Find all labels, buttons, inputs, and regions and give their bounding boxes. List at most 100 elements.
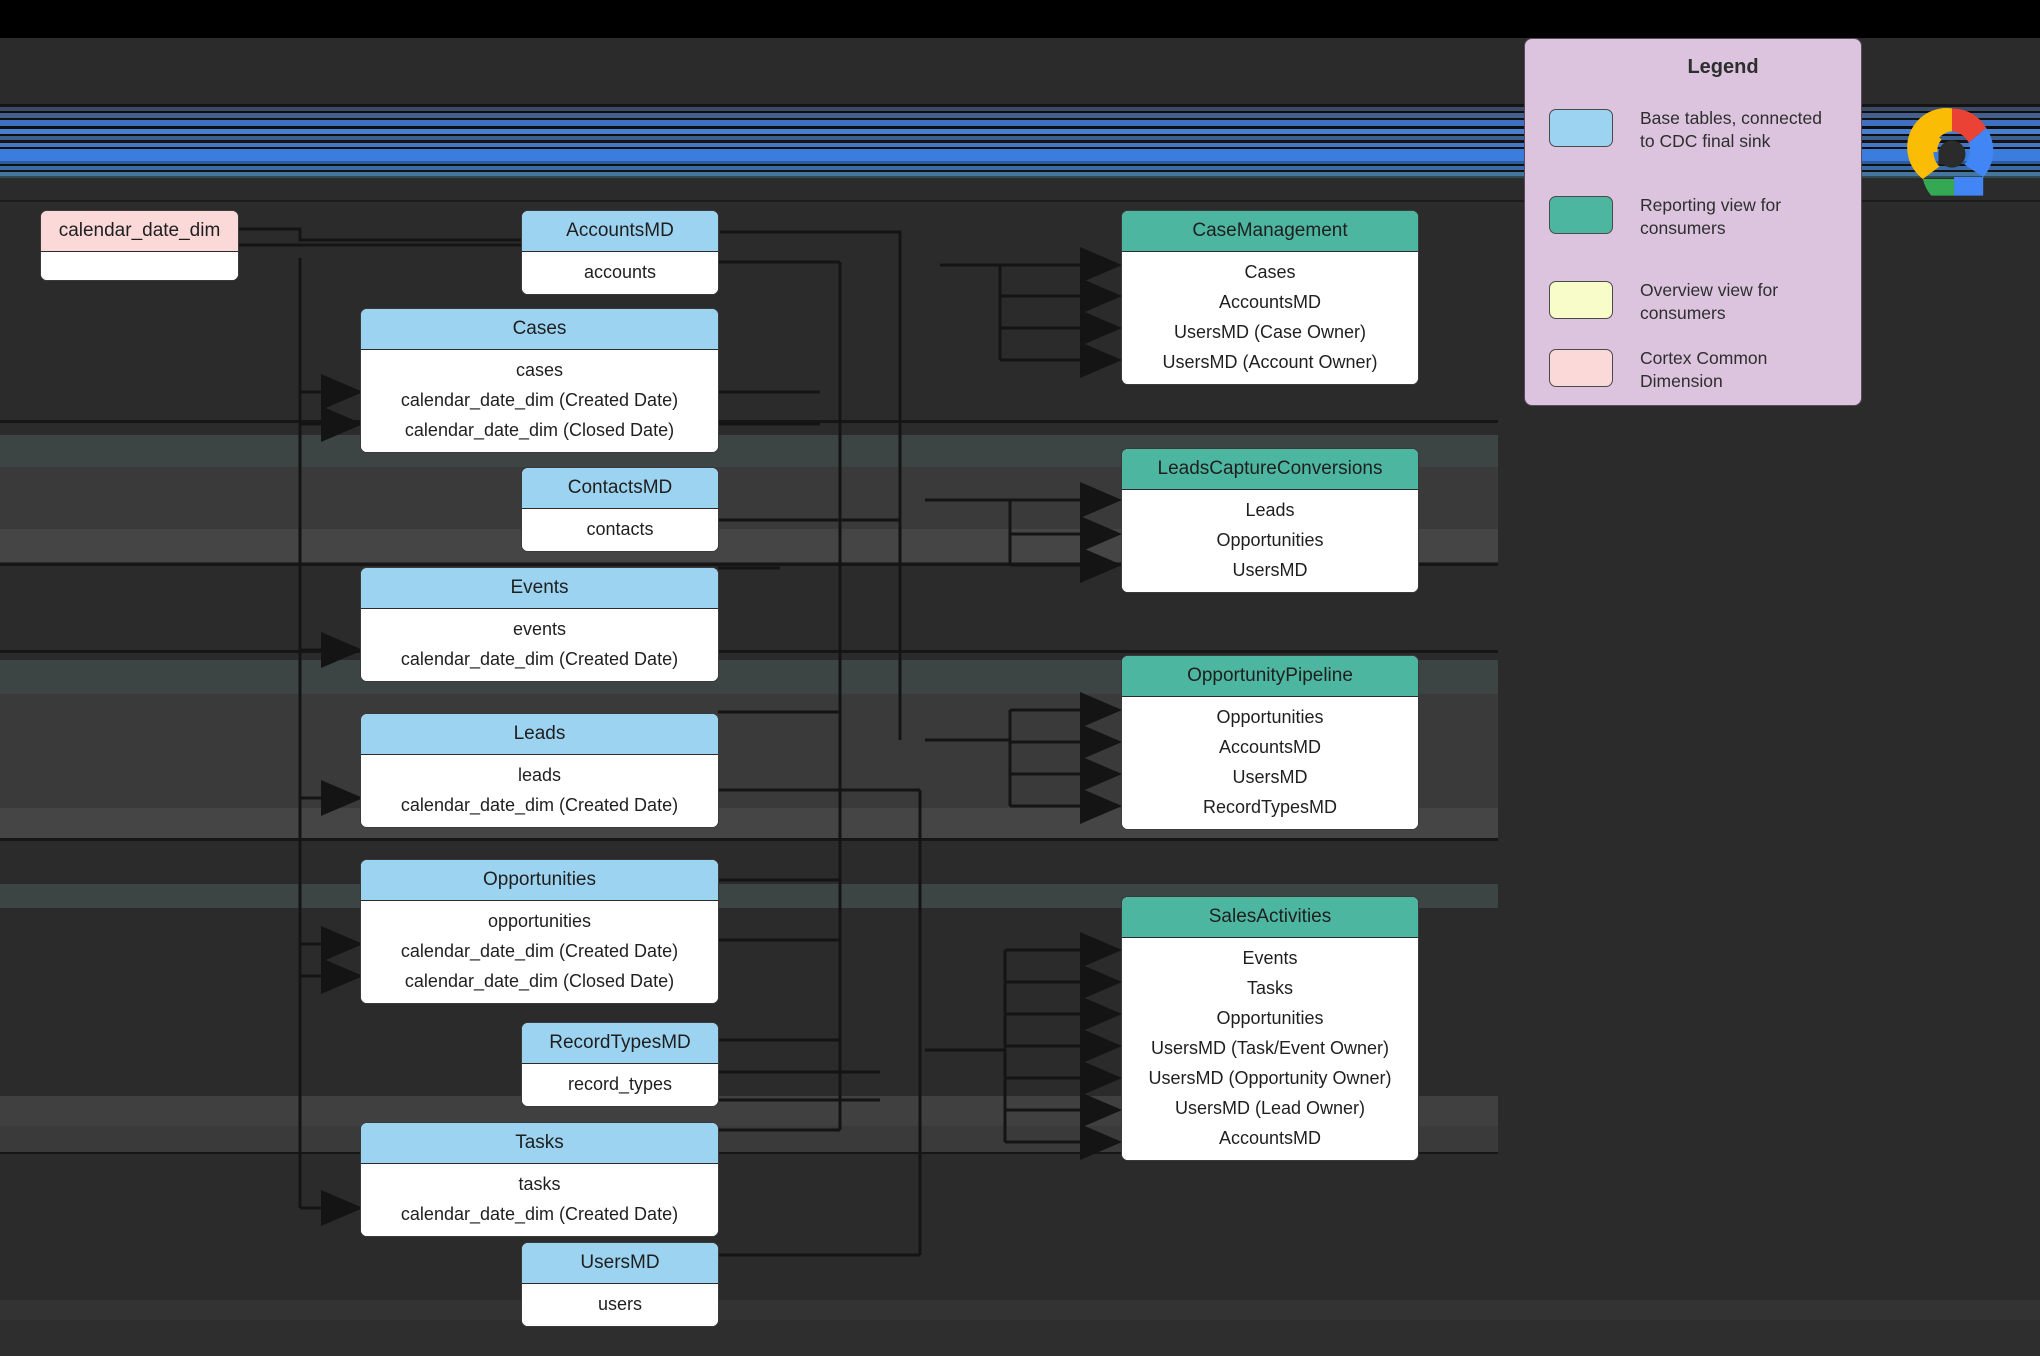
- entity-rows: Leads Opportunities UsersMD: [1122, 489, 1418, 592]
- legend-item-reporting-view: Reporting view for consumers: [1549, 194, 1840, 240]
- entity-row: calendar_date_dim (Created Date): [400, 794, 679, 815]
- entity-table-calendar-date-dim[interactable]: calendar_date_dim: [40, 210, 239, 281]
- entity-title: OpportunityPipeline: [1122, 656, 1418, 697]
- bg-band-artifact: [0, 650, 1498, 653]
- entity-rows: [41, 251, 238, 280]
- legend-swatch-overview-view: [1549, 281, 1613, 319]
- entity-table-opportunity-pipeline[interactable]: OpportunityPipeline Opportunities Accoun…: [1121, 655, 1419, 830]
- entity-title: RecordTypesMD: [522, 1023, 718, 1064]
- entity-title: Tasks: [361, 1123, 718, 1164]
- legend-item-cortex-dimension: Cortex Common Dimension: [1549, 347, 1840, 393]
- entity-table-cases[interactable]: Cases cases calendar_date_dim (Created D…: [360, 308, 719, 453]
- bg-band-artifact: [0, 200, 2040, 202]
- entity-table-tasks[interactable]: Tasks tasks calendar_date_dim (Created D…: [360, 1122, 719, 1237]
- entity-row: users: [597, 1293, 642, 1314]
- entity-title: CaseManagement: [1122, 211, 1418, 252]
- entity-title: Cases: [361, 309, 718, 350]
- entity-row: events: [512, 618, 567, 639]
- entity-table-contacts-md[interactable]: ContactsMD contacts: [521, 467, 719, 552]
- legend-label: Overview view for consumers: [1640, 280, 1779, 324]
- entity-table-leads-capture-conversions[interactable]: LeadsCaptureConversions Leads Opportunit…: [1121, 448, 1419, 593]
- entity-row: calendar_date_dim (Created Date): [400, 940, 679, 961]
- legend-swatch-cortex-dimension: [1549, 349, 1613, 387]
- entity-rows: tasks calendar_date_dim (Created Date): [361, 1163, 718, 1236]
- entity-table-record-types-md[interactable]: RecordTypesMD record_types: [521, 1022, 719, 1107]
- entity-table-leads[interactable]: Leads leads calendar_date_dim (Created D…: [360, 713, 719, 828]
- entity-row: Tasks: [1246, 977, 1293, 998]
- entity-table-opportunities[interactable]: Opportunities opportunities calendar_dat…: [360, 859, 719, 1004]
- entity-row: calendar_date_dim (Created Date): [400, 389, 679, 410]
- legend-swatch-base-tables: [1549, 109, 1613, 147]
- entity-rows: accounts: [522, 251, 718, 294]
- entity-row: tasks: [518, 1173, 561, 1194]
- legend-title: Legend: [1687, 56, 1759, 78]
- legend-label: Cortex Common Dimension: [1640, 348, 1768, 392]
- entity-row: calendar_date_dim (Closed Date): [404, 419, 675, 440]
- entity-table-users-md[interactable]: UsersMD users: [521, 1242, 719, 1327]
- entity-title: calendar_date_dim: [41, 211, 238, 252]
- legend-label: Reporting view for consumers: [1640, 195, 1782, 239]
- stripe-glitch-band: [0, 104, 2040, 178]
- entity-title: Opportunities: [361, 860, 718, 901]
- entity-row: Opportunities: [1216, 706, 1324, 727]
- entity-row: UsersMD: [1232, 559, 1308, 580]
- entity-title: LeadsCaptureConversions: [1122, 449, 1418, 490]
- entity-row: contacts: [586, 518, 654, 539]
- entity-row: AccountsMD: [1218, 291, 1322, 312]
- entity-row: UsersMD (Account Owner): [1162, 351, 1378, 372]
- entity-row: calendar_date_dim (Created Date): [400, 648, 679, 669]
- entity-table-sales-activities[interactable]: SalesActivities Events Tasks Opportuniti…: [1121, 896, 1419, 1161]
- entity-table-accounts-md[interactable]: AccountsMD accounts: [521, 210, 719, 295]
- entity-rows: contacts: [522, 508, 718, 551]
- entity-table-case-management[interactable]: CaseManagement Cases AccountsMD UsersMD …: [1121, 210, 1419, 385]
- entity-row: AccountsMD: [1218, 1127, 1322, 1148]
- entity-row: AccountsMD: [1218, 736, 1322, 757]
- entity-rows: Cases AccountsMD UsersMD (Case Owner) Us…: [1122, 251, 1418, 384]
- entity-row: Cases: [1244, 261, 1296, 282]
- entity-row: Opportunities: [1216, 529, 1324, 550]
- entity-row: Events: [1242, 947, 1298, 968]
- entity-title: UsersMD: [522, 1243, 718, 1284]
- entity-title: SalesActivities: [1122, 897, 1418, 938]
- legend-panel: Legend Base tables, connected to CDC fin…: [1524, 38, 1862, 406]
- bg-band-artifact: [0, 838, 1498, 841]
- entity-rows: leads calendar_date_dim (Created Date): [361, 754, 718, 827]
- bg-band-artifact: [0, 1300, 2040, 1320]
- entity-row: cases: [515, 359, 564, 380]
- bg-band-artifact: [0, 1152, 1498, 1154]
- bg-band-artifact: [0, 563, 1498, 566]
- legend-swatch-reporting-view: [1549, 196, 1613, 234]
- entity-table-events[interactable]: Events events calendar_date_dim (Created…: [360, 567, 719, 682]
- entity-title: AccountsMD: [522, 211, 718, 252]
- entity-rows: opportunities calendar_date_dim (Created…: [361, 900, 718, 1003]
- entity-title: Leads: [361, 714, 718, 755]
- entity-row: Opportunities: [1216, 1007, 1324, 1028]
- entity-title: ContactsMD: [522, 468, 718, 509]
- legend-label: Base tables, connected to CDC final sink: [1640, 108, 1822, 152]
- entity-row: record_types: [567, 1073, 673, 1094]
- entity-row: accounts: [583, 261, 657, 282]
- entity-rows: events calendar_date_dim (Created Date): [361, 608, 718, 681]
- entity-row: Leads: [1245, 499, 1295, 520]
- entity-row: UsersMD (Task/Event Owner): [1150, 1037, 1390, 1058]
- entity-row: calendar_date_dim (Created Date): [400, 1203, 679, 1224]
- top-black-band: [0, 0, 2040, 38]
- entity-row: leads: [517, 764, 562, 785]
- legend-item-base-tables: Base tables, connected to CDC final sink: [1549, 107, 1840, 153]
- entity-title: Events: [361, 568, 718, 609]
- entity-row: UsersMD: [1232, 766, 1308, 787]
- entity-row: RecordTypesMD: [1202, 796, 1338, 817]
- entity-rows: Opportunities AccountsMD UsersMD RecordT…: [1122, 696, 1418, 829]
- bg-band-artifact: [0, 1320, 2040, 1356]
- entity-row: UsersMD (Case Owner): [1173, 321, 1367, 342]
- entity-row: UsersMD (Lead Owner): [1174, 1097, 1366, 1118]
- entity-rows: cases calendar_date_dim (Created Date) c…: [361, 349, 718, 452]
- entity-rows: record_types: [522, 1063, 718, 1106]
- legend-item-overview-view: Overview view for consumers: [1549, 279, 1840, 325]
- google-cloud-logo: [1907, 107, 1994, 196]
- entity-row: opportunities: [487, 910, 592, 931]
- entity-rows: Events Tasks Opportunities UsersMD (Task…: [1122, 937, 1418, 1160]
- entity-row: calendar_date_dim (Closed Date): [404, 970, 675, 991]
- bg-band-artifact: [0, 420, 1498, 423]
